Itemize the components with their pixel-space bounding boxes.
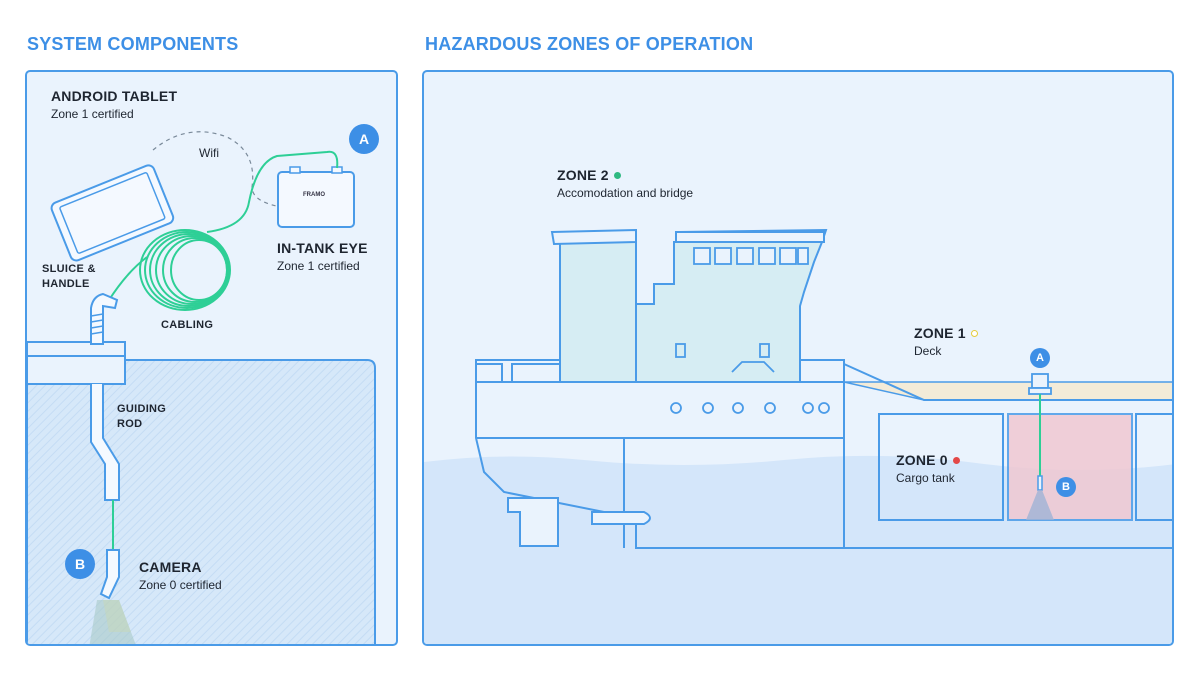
intank-eye-name: IN-TANK EYE [277,240,368,256]
badge-b: B [65,549,95,579]
zone0-name: ZONE 0 [896,452,948,468]
deck-plate [27,341,126,357]
intank-eye-box [277,171,355,228]
portholes [670,402,830,414]
bridge-windows [693,247,809,265]
camera-label: CAMERA Zone 0 certified [139,559,222,592]
sluice-label-line1: SLUICE & [42,263,96,275]
zone2-label: ZONE 2 Accomodation and bridge [557,167,693,200]
zone2-indicator [613,171,621,179]
badge-a: A [349,124,379,154]
system-components-illustration [27,131,376,644]
tablet-icon [50,164,175,262]
guiding-label-line1: GUIDING [117,403,167,415]
camera-body [99,549,120,600]
cabling-label: CABLING [161,319,214,331]
ship-badge-b: B [1056,477,1076,497]
camera-name: CAMERA [139,559,202,575]
ship-badge-a: A [1030,348,1050,368]
zone1-desc: Deck [914,344,942,358]
camera-cert: Zone 0 certified [139,578,222,592]
tablet-cert: Zone 1 certified [51,107,134,121]
zone0-desc: Cargo tank [896,471,955,485]
tank-camera-cone [1026,490,1054,520]
hazardous-zones-panel: ZONE 2 Accomodation and bridge ZONE 1 De… [422,70,1174,646]
sluice-handle [90,292,119,345]
system-components-panel: ANDROID TABLET Zone 1 certified Wifi FRA… [25,70,398,646]
guiding-rod-label: GUIDING ROD [117,402,166,432]
zone1-indicator [970,329,978,337]
sluice-label: SLUICE & HANDLE [42,262,96,292]
zone2-desc: Accomodation and bridge [557,186,694,200]
wifi-label: Wifi [199,146,219,160]
water [424,455,1172,644]
deck-zone1 [843,381,1172,401]
cargo-tank-3 [1135,413,1172,521]
system-components-title: SYSTEM COMPONENTS [27,34,239,54]
tank-area [27,359,376,644]
cable-coil [139,229,231,311]
tablet-label: ANDROID TABLET Zone 1 certified [51,88,177,121]
zone0-indicator [952,456,960,464]
cable [206,150,339,233]
rudder [507,497,559,547]
hazardous-zones-title: HAZARDOUS ZONES OF OPERATION [425,34,754,54]
intank-eye-label: IN-TANK EYE Zone 1 certified [277,240,368,273]
cargo-tank-1 [878,413,1004,521]
tablet-name: ANDROID TABLET [51,88,178,104]
sluice-label-line2: HANDLE [42,278,90,290]
intank-eye-cert: Zone 1 certified [277,259,360,273]
framo-brand: FRAMO [303,192,325,198]
zone1-label: ZONE 1 Deck [914,325,978,358]
zone1-name: ZONE 1 [914,325,966,341]
deck-intank-eye [1031,373,1049,389]
funnel [559,232,637,383]
ship-illustration [424,228,1172,644]
zone2-name: ZONE 2 [557,167,609,183]
zone0-label: ZONE 0 Cargo tank [896,452,960,485]
cargo-tank-zone0 [1007,413,1133,521]
guiding-label-line2: ROD [117,418,143,430]
hull [475,362,1172,549]
